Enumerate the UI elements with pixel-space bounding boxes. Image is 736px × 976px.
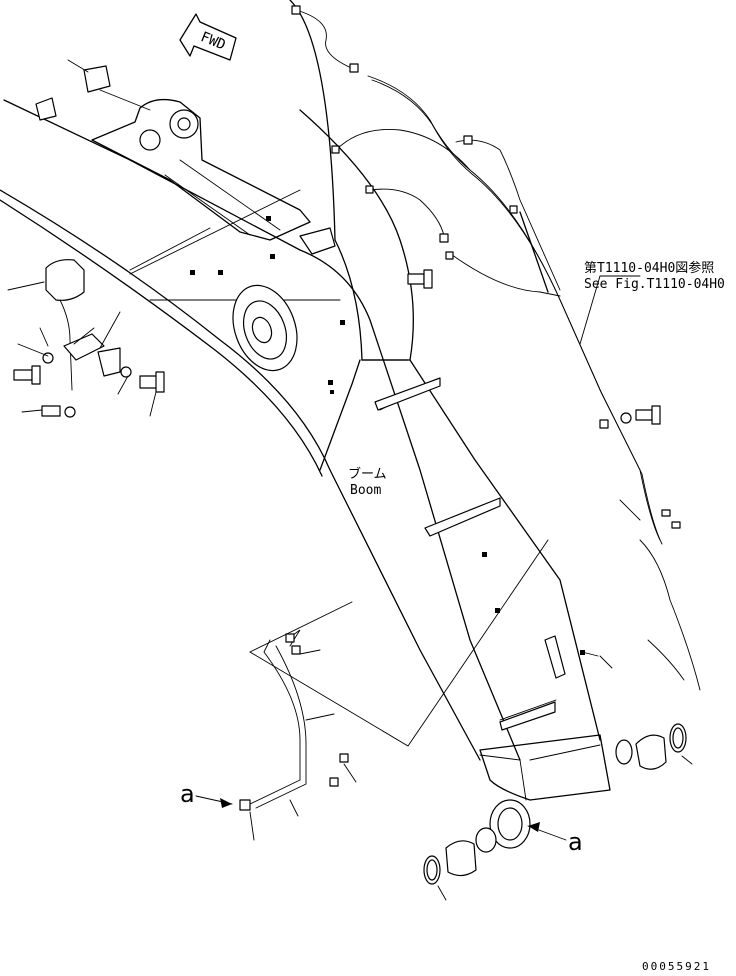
hose-fittings	[291, 5, 681, 529]
callout-a-left: a	[180, 780, 233, 808]
fwd-arrow: FWD	[179, 13, 237, 61]
tip-pin-and-bushings	[423, 723, 693, 901]
boom-body	[0, 0, 611, 801]
boom-top-bracket	[91, 98, 311, 241]
callout-a-left-label: a	[180, 780, 195, 808]
boom-bolts	[190, 216, 585, 655]
leader-lines-left	[7, 59, 157, 417]
reference-text-jp: 第T1110-04H0図参照	[584, 260, 714, 276]
leader-lines-right	[581, 499, 641, 669]
reference-leader	[579, 275, 641, 345]
lower-pipe-assembly	[239, 539, 549, 841]
callout-a-right-label: a	[568, 828, 583, 856]
boom-label-en: Boom	[350, 483, 381, 498]
boom-side-boss	[232, 284, 298, 372]
work-light-assembly	[13, 259, 165, 418]
boom-label-jp: ブーム	[348, 466, 387, 482]
bolt-top	[407, 269, 433, 289]
drawing-code: 00055921	[642, 960, 711, 973]
callout-a-right: a	[527, 822, 583, 856]
bolt-right	[620, 405, 661, 425]
hydraulic-lines	[295, 9, 701, 691]
reference-text-en: See Fig.T1110-04H0	[584, 277, 725, 292]
boom-clamps	[35, 65, 566, 731]
